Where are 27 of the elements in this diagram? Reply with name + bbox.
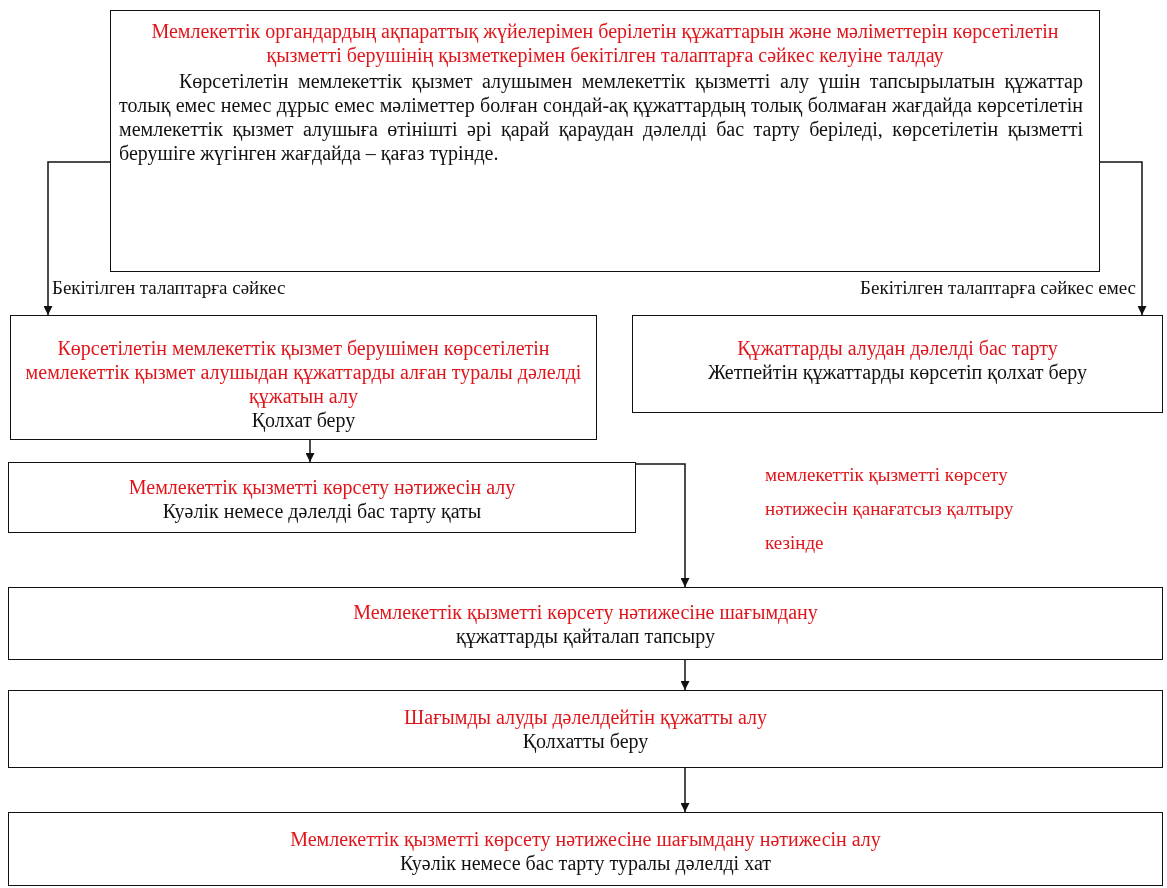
step-heading: Мемлекеттік қызметті көрсету нәтижесіне шағымдану [352, 600, 819, 624]
arrow [680, 767, 690, 813]
step-heading: Мемлекеттік қызметті көрсету нәтижесін алу [127, 475, 517, 499]
arrow [635, 463, 690, 588]
step-heading: Құжаттарды алудан дәлелді бас тарту [736, 336, 1059, 360]
arrow [1099, 161, 1147, 316]
process-box [8, 690, 1163, 768]
step-description: Куәлік немесе дәлелді бас тарту қаты [161, 499, 483, 523]
process-box [10, 315, 597, 440]
arrow [680, 659, 690, 691]
step-heading: Мемлекеттік органдардың ақпараттық жүйелерімен берілетін құжаттарын және мәліметтерін көрсетілетін қызметті берушінің қызметкерімен бекітілген талаптарға сәйкес келуіне талдау [150, 19, 1060, 67]
process-box [8, 462, 636, 533]
step-heading: Шағымды алуды дәлелдейтін құжатты алу [403, 705, 768, 729]
step-description: Жетпейтін құжаттарды көрсетіп қолхат беру [706, 360, 1089, 384]
arrow [43, 161, 111, 316]
step-heading: Көрсетілетін мемлекеттік қызмет берушімен көрсетілетін мемлекеттік қызмет алушыдан құжаттарды алған туралы дәлелді құжатын алу [24, 336, 583, 408]
step-description: Куәлік немесе бас тарту туралы дәлелді хат [399, 851, 772, 875]
step-description: құжаттарды қайталап тапсыру [455, 624, 716, 648]
process-box [8, 587, 1163, 660]
process-box [8, 812, 1163, 886]
process-box [110, 10, 1100, 272]
step-description: Қолхат беру [250, 408, 357, 432]
step-description: Қолхатты беру [521, 729, 650, 753]
step-heading: Мемлекеттік қызметті көрсету нәтижесіне шағымдану нәтижесін алу [289, 827, 882, 851]
step-description: Көрсетілетін мемлекеттік қызмет алушымен мемлекеттік қызметті алу үшін тапсырылатын құжаттар толық емес немес дұрыс емес мәліметтер болған сондай-ақ құжаттардың толық болмаған жағдайда көрсетілетін мемлекеттік қызмет алушыға өтінішті әрі қарай қараудан дәлелді бас тарту беріледі, көрсетілетін қызметті берушіге жүгінген жағдайда – қағаз түрінде. [119, 69, 1084, 165]
process-box [632, 315, 1163, 413]
arrow [305, 439, 315, 463]
